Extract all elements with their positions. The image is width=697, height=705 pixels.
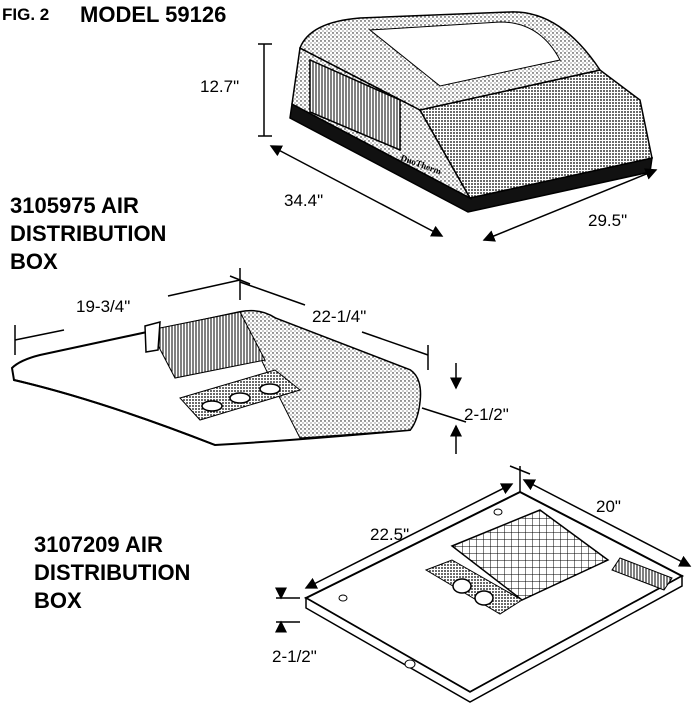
box-2-title-line1: 3107209 AIR — [34, 532, 163, 557]
box-2-width-label: 20" — [596, 497, 621, 516]
air-box-1-dimension-lines — [14, 268, 467, 454]
box-1-title-line1: 3105975 AIR — [10, 193, 139, 218]
air-box-1-drawing — [10, 309, 422, 447]
unit-length-label: 34.4" — [284, 191, 324, 210]
model-title: MODEL 59126 — [80, 2, 227, 27]
box-2-title-line3: BOX — [34, 588, 82, 613]
unit-height-label: 12.7" — [200, 77, 240, 96]
figure-number: FIG. 2 — [2, 5, 50, 24]
box-1-title-line3: BOX — [10, 249, 58, 274]
box-2-title: 3107209 AIR DISTRIBUTION BOX — [34, 531, 190, 615]
box-1-title-line2: DISTRIBUTION — [10, 221, 167, 246]
box-1-length-label: 19-3/4" — [76, 297, 131, 316]
box-2-title-line2: DISTRIBUTION — [34, 560, 191, 585]
air-box-2-drawing — [303, 490, 685, 703]
unit-width-label: 29.5" — [588, 211, 628, 230]
box-1-width-label: 22-1/4" — [312, 307, 367, 326]
box-1-height-label: 2-1/2" — [464, 405, 509, 424]
box-2-length-label: 22.5" — [370, 525, 410, 544]
rooftop-dimension-lines — [258, 43, 658, 242]
box-1-title: 3105975 AIR DISTRIBUTION BOX — [10, 192, 166, 276]
air-box-2-dimension-lines — [275, 465, 692, 633]
rooftop-unit-drawing: DuoTherm — [289, 11, 653, 213]
box-2-height-label: 2-1/2" — [272, 647, 317, 666]
